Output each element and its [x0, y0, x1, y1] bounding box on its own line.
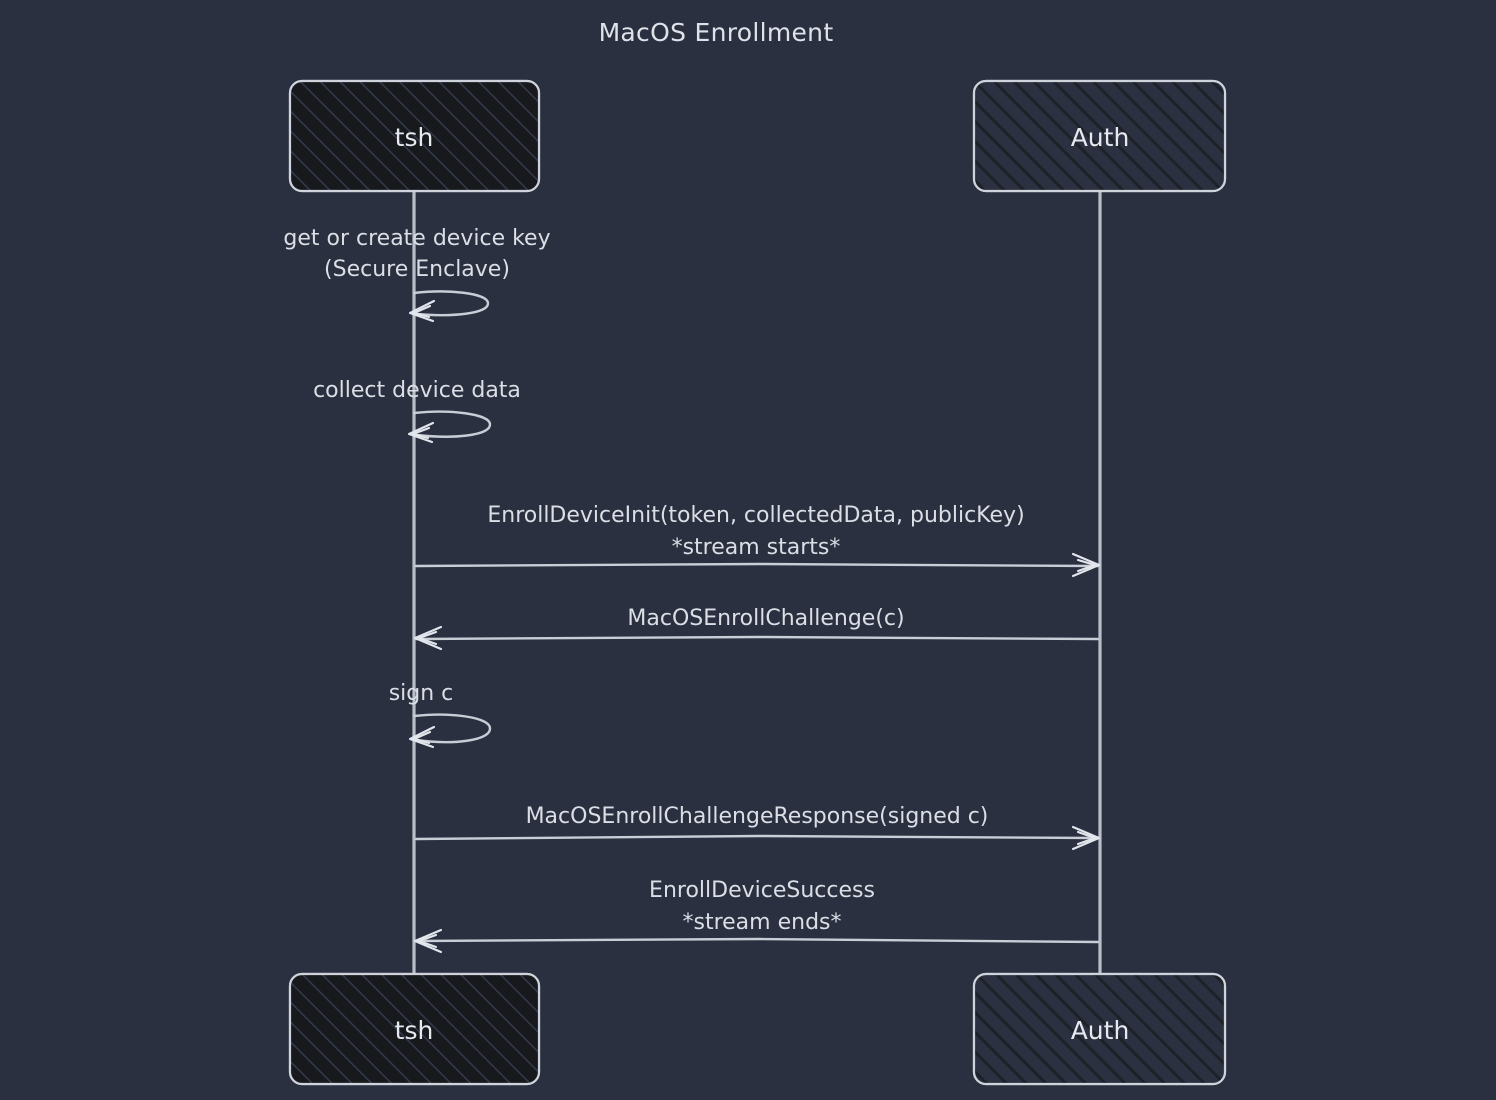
participant-label-auth: Auth: [1071, 123, 1130, 152]
message-7-line: [414, 937, 1100, 944]
message-2-arrowhead: [407, 421, 435, 444]
message-7-label-line1: EnrollDeviceSuccess: [649, 878, 875, 903]
message-2-self-loop: [412, 410, 492, 438]
participant-label-tsh: tsh: [395, 123, 434, 152]
message-5-arrowhead: [408, 725, 436, 749]
message-6-macos-enroll-challenge-response[interactable]: MacOSEnrollChallengeResponse(signed c): [414, 804, 1101, 851]
message-4-arrowhead: [413, 625, 443, 651]
message-5-label-line1: sign c: [389, 681, 454, 706]
message-6-arrowhead: [1071, 825, 1101, 851]
message-3-enroll-device-init[interactable]: EnrollDeviceInit(token, collectedData, p…: [414, 503, 1101, 578]
participant-box-auth-bottom[interactable]: Auth: [972, 972, 1227, 1086]
box-border: [972, 972, 1227, 1086]
box-border: [288, 79, 541, 193]
message-2-self-collect-device-data[interactable]: collect device data: [313, 378, 521, 444]
message-7-enroll-device-success[interactable]: EnrollDeviceSuccess *stream ends*: [413, 878, 1100, 954]
message-6-arrowhead-inner: [1076, 830, 1097, 846]
message-1-self-get-or-create-device-key[interactable]: get or create device key (Secure Enclave…: [283, 226, 551, 323]
hatch-fill: [974, 81, 1225, 191]
message-1-arrowhead-inner: [412, 304, 432, 319]
message-1-self-loop: [412, 290, 490, 317]
message-3-arrowhead: [1071, 552, 1101, 578]
message-4-arrowhead-inner: [417, 630, 438, 646]
message-7-label-line2: *stream ends*: [683, 910, 842, 935]
message-7-arrowhead-inner: [417, 933, 438, 949]
message-3-label-line1: EnrollDeviceInit(token, collectedData, p…: [487, 503, 1024, 528]
box-border: [972, 79, 1227, 193]
participant-box-tsh-bottom[interactable]: tsh: [288, 972, 541, 1086]
message-6-line: [414, 834, 1100, 841]
message-7-arrowhead: [413, 928, 443, 954]
page-title: MacOS Enrollment: [599, 18, 834, 47]
message-5-self-loop: [412, 713, 492, 744]
hatch-fill: [290, 974, 539, 1084]
message-4-label-line1: MacOSEnrollChallenge(c): [627, 606, 904, 631]
message-1-arrowhead: [408, 299, 436, 323]
message-2-label-line1: collect device data: [313, 378, 521, 403]
participant-label-auth-bottom: Auth: [1071, 1016, 1130, 1045]
message-3-arrowhead-inner: [1076, 558, 1097, 573]
participant-label-tsh-bottom: tsh: [395, 1016, 434, 1045]
participant-box-auth-top[interactable]: Auth: [972, 79, 1227, 193]
message-5-arrowhead-inner: [412, 730, 432, 745]
message-6-label-line1: MacOSEnrollChallengeResponse(signed c): [526, 804, 989, 829]
message-4-macos-enroll-challenge[interactable]: MacOSEnrollChallenge(c): [413, 606, 1100, 651]
message-3-label-line2: *stream starts*: [672, 535, 841, 560]
message-2-arrowhead-inner: [411, 426, 431, 440]
box-border: [288, 972, 541, 1086]
message-4-line: [414, 635, 1100, 641]
message-1-label-line2: (Secure Enclave): [324, 257, 510, 282]
hatch-fill: [974, 974, 1225, 1084]
participant-box-tsh-top[interactable]: tsh: [288, 79, 541, 193]
hatch-fill: [290, 81, 539, 191]
message-1-label-line1: get or create device key: [283, 226, 550, 251]
message-5-self-sign-c[interactable]: sign c: [389, 681, 492, 749]
message-3-line: [414, 562, 1100, 568]
